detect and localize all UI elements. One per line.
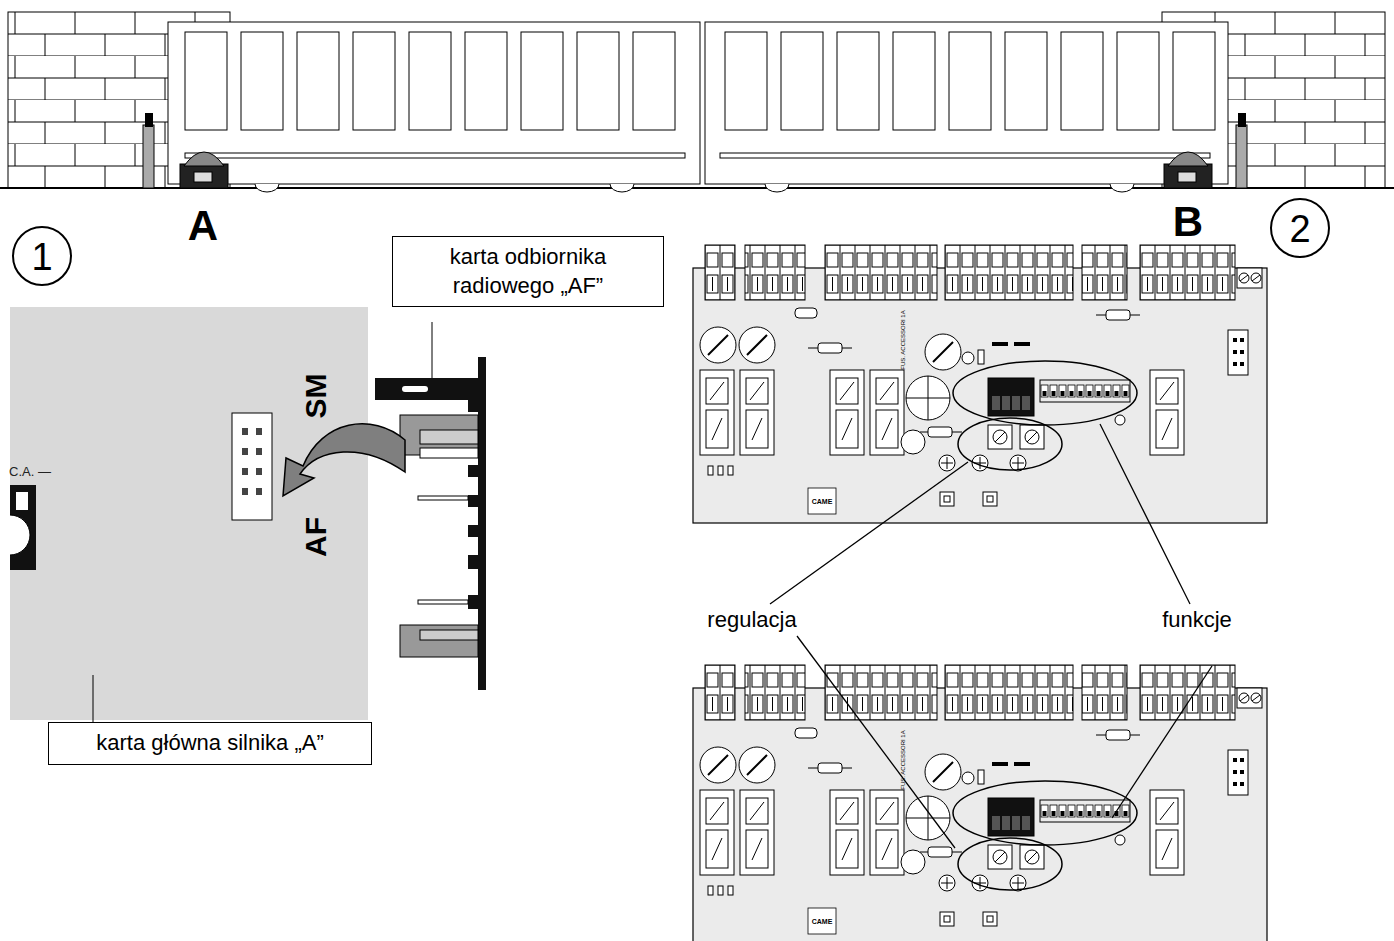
slot-name: SM — [301, 374, 331, 419]
callout-number: 1 — [31, 238, 52, 276]
maker-logo: CAME — [812, 498, 833, 505]
slot-name: AF — [301, 517, 331, 557]
part-letter: B — [1173, 201, 1203, 243]
card-marking: C.A. — — [9, 465, 51, 478]
annotation: funkcje — [1162, 609, 1232, 631]
part-letter: A — [188, 205, 218, 247]
box-text: karta główna silnika „A” — [57, 729, 363, 758]
maker-logo: CAME — [812, 918, 833, 925]
silkscreen-text: FUS. ACCESSORI 1A — [900, 310, 906, 369]
silkscreen-text: FUS. ACCESSORI 1A — [900, 730, 906, 789]
callout-number: 2 — [1289, 210, 1310, 248]
annotation: regulacja — [707, 609, 796, 631]
box-text: karta odbiornika radiowego „AF” — [401, 243, 655, 300]
callout-box: karta główna silnika „A” — [48, 722, 372, 765]
callout-box: karta odbiornika radiowego „AF” — [392, 236, 664, 307]
